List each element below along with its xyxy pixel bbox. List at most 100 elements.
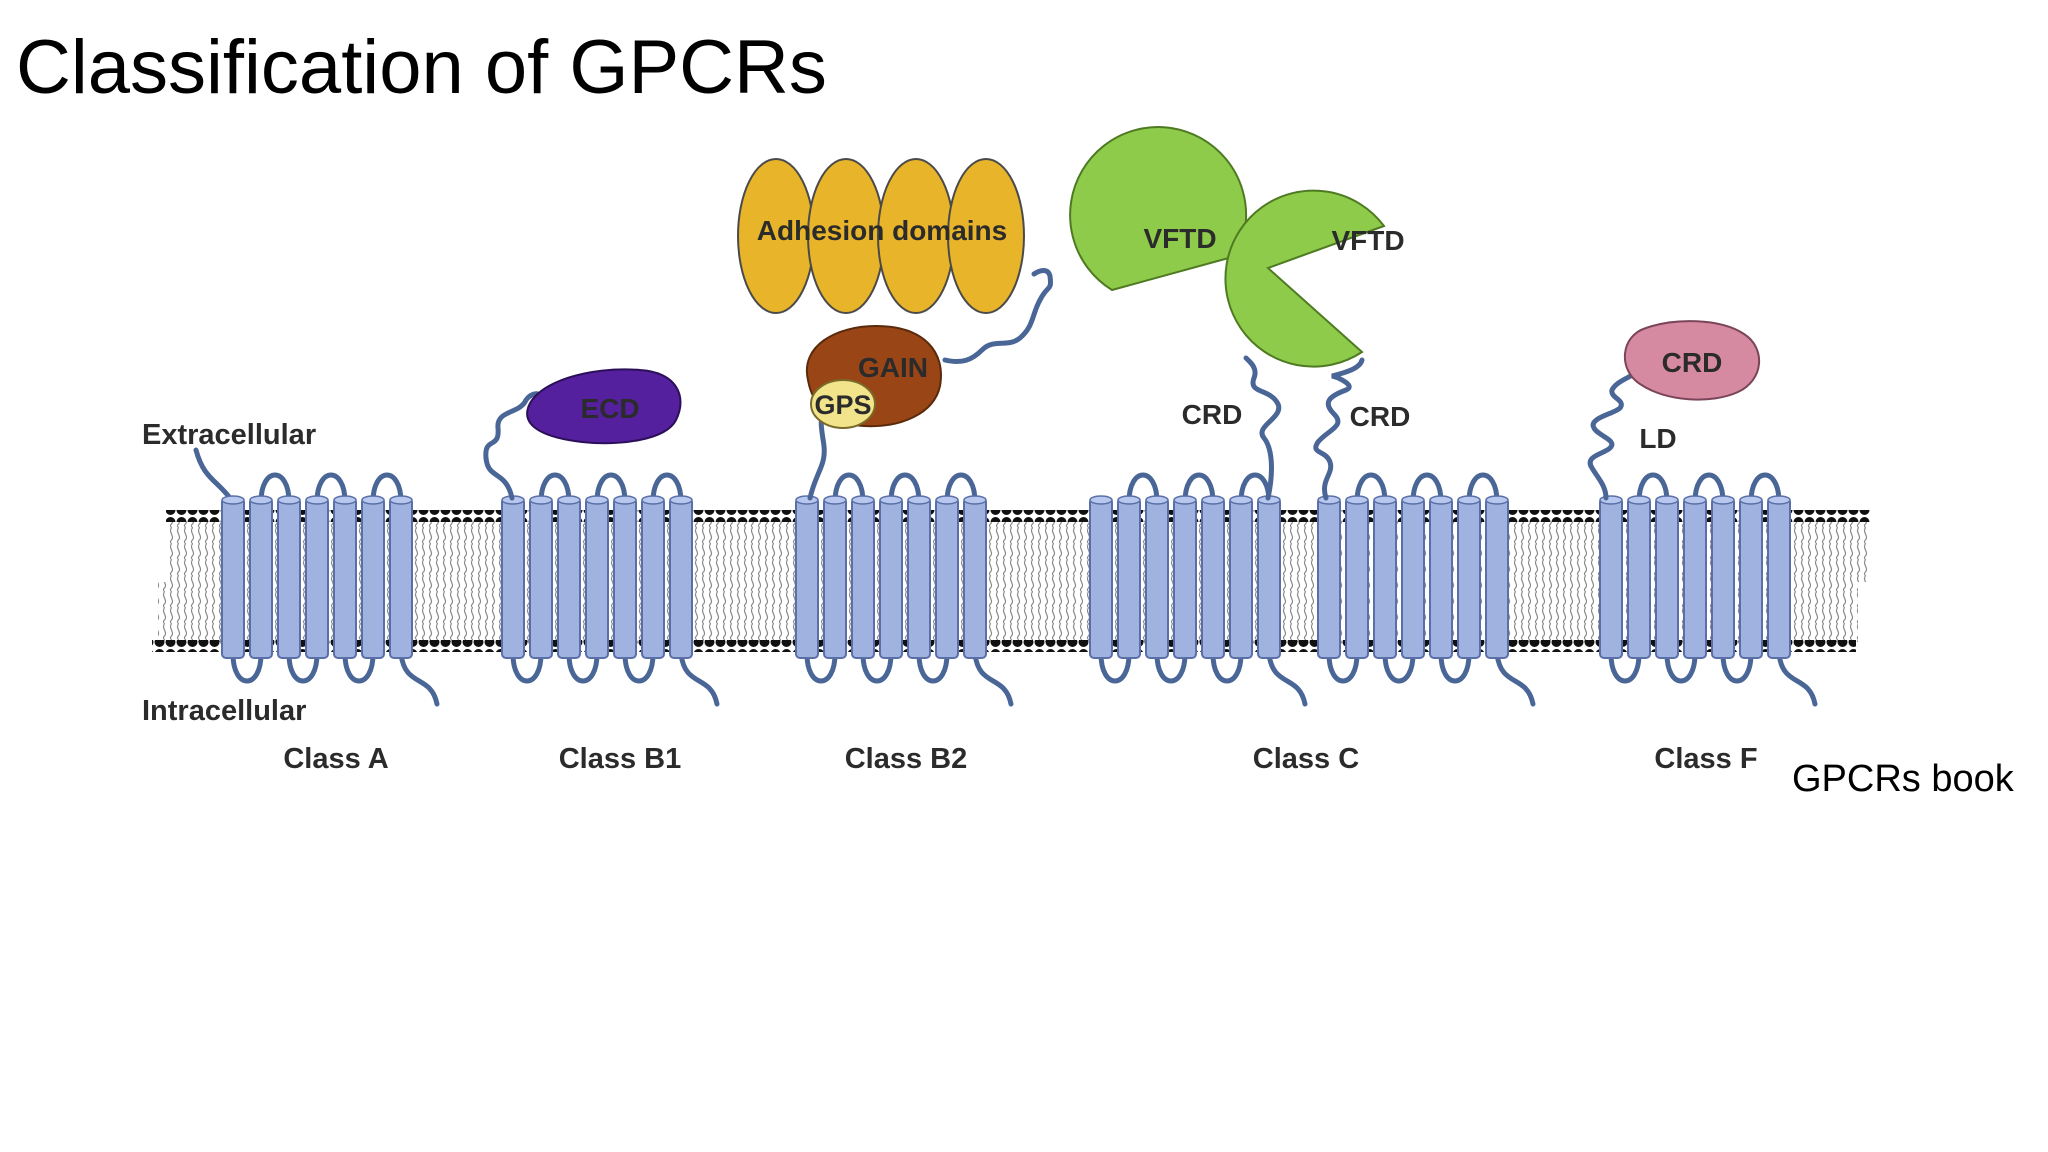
receptor-layer [193,447,1818,707]
receptor-loops [193,447,440,707]
membrane-tails-inner [158,582,1858,642]
transmembrane-helix [669,497,693,659]
vftd-right-label: VFTD [1331,225,1404,256]
helix-cap [1739,495,1763,505]
transmembrane-helix [389,497,413,659]
transmembrane-helix [1739,497,1763,659]
helix-cap [585,495,609,505]
linker-b2-adhesion [942,268,1053,365]
transmembrane-helix [1201,497,1225,659]
helix-cap [1089,495,1113,505]
transmembrane-helix [361,497,385,659]
adhesion-domains: Adhesion domains [737,158,1025,314]
vftd-left-shape [1069,126,1248,292]
extracellular-label: Extracellular [142,419,316,451]
helix-cap [1173,495,1197,505]
transmembrane-helix [1373,497,1397,659]
helix-cap [529,495,553,505]
helix-cap [1655,495,1679,505]
intracellular-label: Intracellular [142,695,306,727]
transmembrane-helix [249,497,273,659]
transmembrane-helix [1173,497,1197,659]
transmembrane-helix [1485,497,1509,659]
helix-cap [1599,495,1623,505]
vftd-domains: VFTD VFTD CRD CRD [1069,126,1411,432]
transmembrane-helix [1317,497,1341,659]
transmembrane-helix [1145,497,1169,659]
transmembrane-helix [221,497,245,659]
adhesion-domains-label: Adhesion domains [757,215,1007,246]
helix-cap [1373,495,1397,505]
ld-f-label: LD [1639,423,1676,454]
class-f-domains: CRD LD [1624,320,1760,454]
helix-cap [1229,495,1253,505]
helix-cap [935,495,959,505]
helix-cap [1201,495,1225,505]
transmembrane-helix [585,497,609,659]
receptor-c-left [1089,472,1308,707]
transmembrane-helix [795,497,819,659]
gps-label: GPS [814,390,871,420]
helix-cap [1401,495,1425,505]
receptor-b2 [795,472,1014,707]
receptor-loops [510,472,720,707]
crd-c-left-label: CRD [1182,399,1243,430]
adhesion-ellipse-4 [947,158,1025,314]
receptor-loops [1098,472,1308,707]
membrane-tails-outer [168,522,1868,582]
transmembrane-helix [1655,497,1679,659]
transmembrane-helix [1089,497,1113,659]
ecd-shape [526,368,682,445]
transmembrane-helix [1683,497,1707,659]
class-b2-label: Class B2 [845,743,968,775]
helix-cap [641,495,665,505]
receptor-loops [804,472,1014,707]
helix-cap [1117,495,1141,505]
transmembrane-helix [1627,497,1651,659]
class-b1-label: Class B1 [559,743,682,775]
helix-cap [1627,495,1651,505]
linker-c-right [1313,357,1365,501]
helix-cap [1429,495,1453,505]
ecd-label: ECD [580,393,639,424]
transmembrane-helix [641,497,665,659]
transmembrane-helix [907,497,931,659]
linker-c-left [1243,355,1282,501]
transmembrane-helix [277,497,301,659]
linker-f-ld [1587,371,1637,501]
transmembrane-helix [963,497,987,659]
transmembrane-helix [1257,497,1281,659]
transmembrane-helix [1767,497,1791,659]
transmembrane-helix [1711,497,1735,659]
transmembrane-helix [879,497,903,659]
helix-cap [1345,495,1369,505]
helix-cap [669,495,693,505]
helix-cap [305,495,329,505]
crd-c-right-label: CRD [1350,401,1411,432]
transmembrane-helix [557,497,581,659]
ecd-domain: ECD [526,368,682,445]
helix-cap [823,495,847,505]
receptor-b1 [501,472,720,707]
receptor-loops [1326,472,1536,707]
transmembrane-helix [529,497,553,659]
transmembrane-helix [1345,497,1369,659]
helix-cap [1485,495,1509,505]
helix-cap [795,495,819,505]
class-f-label: Class F [1654,743,1757,775]
helix-cap [389,495,413,505]
transmembrane-helix [333,497,357,659]
transmembrane-helix [1429,497,1453,659]
helix-cap [1457,495,1481,505]
helix-cap [613,495,637,505]
citation-source: GPCRs book [1792,758,2014,800]
crd-f-shape [1624,320,1760,401]
slide-title: Classification of GPCRs [16,25,827,110]
helix-cap [249,495,273,505]
receptor-c-right [1317,472,1536,707]
helix-cap [907,495,931,505]
transmembrane-helix [1401,497,1425,659]
receptor-a [193,447,440,707]
receptor-f [1599,472,1818,707]
